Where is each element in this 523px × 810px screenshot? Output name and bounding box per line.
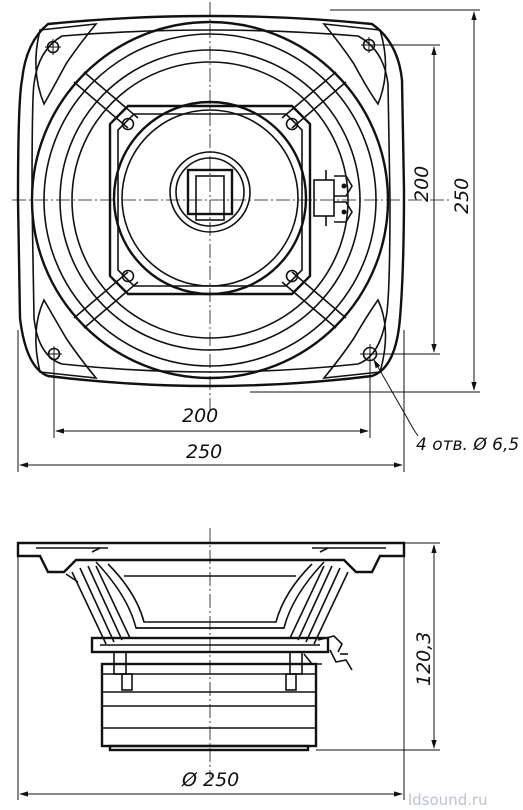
dim-label-250-vertical: 250: [451, 178, 473, 214]
corner-tab-tl: [35, 22, 98, 106]
dim-label-200-horizontal: 200: [182, 405, 218, 427]
dim-label-200-vertical: 200: [411, 166, 433, 202]
corner-tab-br: [322, 298, 387, 380]
magnet-stack: [100, 662, 318, 748]
dim-label-diameter: Ø 250: [181, 769, 239, 791]
corner-tab-tr: [322, 22, 387, 106]
pole-piece-inner: [195, 175, 225, 221]
pole-ring: [169, 151, 251, 233]
basket-legs-left: [65, 565, 131, 645]
plate-bolt-tl: [121, 117, 135, 131]
magnet-plate: [108, 104, 312, 296]
magnet-inner: [121, 109, 299, 287]
back-plate: [108, 744, 310, 752]
front-view: [12, 2, 450, 412]
pole-piece: [186, 168, 234, 216]
cone-inner: [107, 563, 313, 623]
basket-ring-2: [43, 33, 377, 367]
top-plate: [90, 636, 330, 654]
corner-tab-bl: [35, 298, 98, 380]
basket-legs-right: [289, 565, 349, 645]
dim-label-250-horizontal: 250: [186, 441, 222, 463]
dim-label-height: 120,3: [413, 632, 435, 686]
basket-spokes: [73, 71, 347, 329]
mount-hole-bl: [46, 346, 62, 362]
plate-bolt-bl: [121, 269, 135, 283]
watermark: ldsound.ru: [408, 791, 488, 809]
plate-bolt-tr: [285, 117, 299, 131]
front-dimensions: 200 250 200 250 4 отв. Ø 6,5: [17, 9, 519, 472]
basket-ring-4: [71, 61, 349, 339]
frame-outline: [16, 14, 406, 388]
bolt-head-right: [285, 673, 297, 691]
basket-outer-ring: [30, 20, 390, 380]
plate-bolt-br: [285, 269, 299, 283]
side-view: [16, 528, 406, 778]
basket-ring-3: [59, 49, 361, 351]
terminal-block: [313, 170, 353, 226]
bolt-head-left: [121, 673, 133, 691]
pole-ring-inner: [175, 157, 245, 227]
frame-inner-outline: [31, 29, 391, 373]
hole-callout-leader: [373, 359, 415, 431]
magnet-outer: [112, 100, 308, 296]
side-dimensions: 120,3 Ø 250: [17, 542, 440, 800]
hole-callout-label: 4 отв. Ø 6,5: [416, 435, 519, 455]
mount-hole-tl: [45, 39, 61, 55]
